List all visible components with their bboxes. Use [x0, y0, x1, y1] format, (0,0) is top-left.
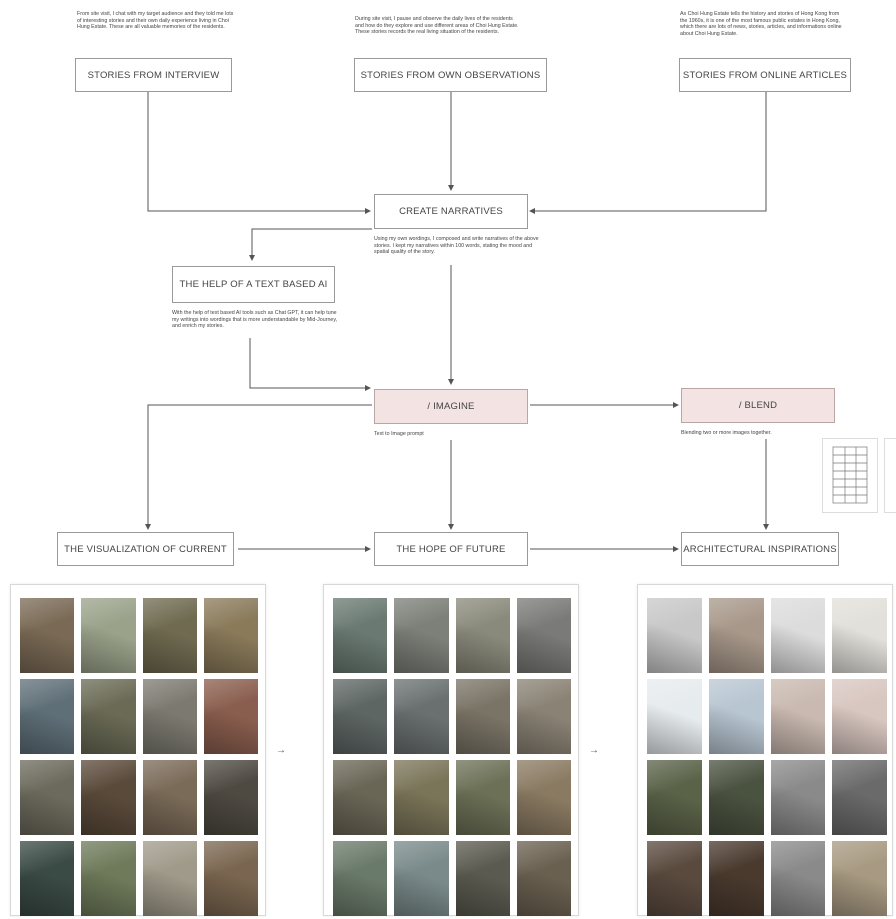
inspiration-image	[770, 679, 826, 754]
interview-box-label: STORIES FROM INTERVIEW	[87, 69, 220, 81]
inspirations-box-label: ARCHITECTURAL INSPIRATIONS	[683, 543, 837, 555]
future-image	[333, 841, 388, 916]
inspiration-image	[647, 841, 702, 916]
current-image	[203, 841, 258, 916]
future-image	[394, 760, 449, 835]
current-image	[81, 679, 136, 754]
current-image	[81, 598, 136, 673]
current-image	[142, 841, 197, 916]
current-image	[20, 679, 75, 754]
online-description: As Choi Hung Estate tells the history an…	[680, 11, 842, 37]
current-image	[203, 760, 258, 835]
building-sketch-thumbnail	[822, 438, 878, 513]
current-image	[142, 760, 197, 835]
blend-box: / BLEND	[681, 388, 835, 423]
blend-box-label: / BLEND	[738, 400, 778, 411]
text-based-ai-box: THE HELP OF A TEXT BASED AI	[172, 266, 335, 303]
create-narratives-box: CREATE NARRATIVES	[374, 194, 528, 229]
inspiration-image	[832, 841, 887, 916]
future-image-panel	[323, 584, 579, 916]
future-image	[455, 760, 510, 835]
inspiration-image	[708, 598, 764, 673]
inspiration-image	[708, 841, 764, 916]
future-image	[394, 679, 449, 754]
inspiration-image	[647, 598, 702, 673]
future-image	[516, 760, 571, 835]
future-image	[333, 598, 388, 673]
future-image	[333, 679, 388, 754]
visualization-of-current-box: THE VISUALIZATION OF CURRENT	[57, 532, 234, 566]
inspirations-image-grid	[647, 598, 887, 916]
stories-from-observations-box: STORIES FROM OWN OBSERVATIONS	[354, 58, 547, 92]
current-box-label: THE VISUALIZATION OF CURRENT	[64, 543, 227, 555]
hope-of-future-box: THE HOPE OF FUTURE	[374, 532, 528, 566]
future-image-grid	[333, 598, 571, 916]
current-image	[203, 679, 258, 754]
future-image	[516, 598, 571, 673]
narratives-box-label: CREATE NARRATIVES	[399, 206, 503, 217]
inspiration-image	[647, 679, 702, 754]
current-image-panel	[10, 584, 266, 916]
online-box-label: STORIES FROM ONLINE ARTICLES	[682, 69, 848, 81]
panel-arrow-2: →	[589, 745, 599, 756]
future-image	[516, 841, 571, 916]
inspiration-image	[708, 679, 764, 754]
current-image	[20, 598, 75, 673]
inspiration-image	[770, 841, 826, 916]
current-image	[142, 679, 197, 754]
observations-description: During site visit, I pause and observe t…	[355, 16, 519, 36]
inspiration-image	[832, 679, 887, 754]
current-image	[81, 841, 136, 916]
panel-arrow-1: →	[276, 745, 286, 756]
current-image	[142, 598, 197, 673]
ai-box-label: THE HELP OF A TEXT BASED AI	[179, 279, 328, 290]
imagine-note: Text to Image prompt	[374, 431, 424, 437]
inspiration-image	[647, 760, 702, 835]
observations-box-label: STORIES FROM OWN OBSERVATIONS	[360, 69, 541, 81]
current-image	[203, 598, 258, 673]
current-image	[81, 760, 136, 835]
ai-help-description: With the help of text based AI tools suc…	[172, 310, 338, 330]
stories-from-online-articles-box: STORIES FROM ONLINE ARTICLES	[679, 58, 851, 92]
current-image	[20, 760, 75, 835]
imagine-box-label: / IMAGINE	[427, 401, 475, 412]
future-image	[455, 679, 510, 754]
inspiration-image	[770, 760, 826, 835]
future-box-label: THE HOPE OF FUTURE	[396, 543, 506, 555]
stories-from-interview-box: STORIES FROM INTERVIEW	[75, 58, 232, 92]
partial-sketch-thumbnail	[884, 438, 896, 513]
inspiration-image	[832, 760, 887, 835]
future-image	[394, 598, 449, 673]
future-image	[455, 841, 510, 916]
interview-description: From site visit, I chat with my target a…	[77, 11, 234, 31]
imagine-box: / IMAGINE	[374, 389, 528, 424]
future-image	[455, 598, 510, 673]
narratives-description: Using my own wordings, I composed and wr…	[374, 236, 539, 256]
future-image	[394, 841, 449, 916]
inspiration-image	[832, 598, 887, 673]
current-image	[20, 841, 75, 916]
future-image	[333, 760, 388, 835]
inspiration-image	[708, 760, 764, 835]
architectural-inspirations-box: ARCHITECTURAL INSPIRATIONS	[681, 532, 839, 566]
inspirations-image-panel	[637, 584, 893, 916]
current-image-grid	[20, 598, 258, 916]
blend-note: Blending two or more images together.	[681, 430, 772, 436]
future-image	[516, 679, 571, 754]
inspiration-image	[770, 598, 826, 673]
